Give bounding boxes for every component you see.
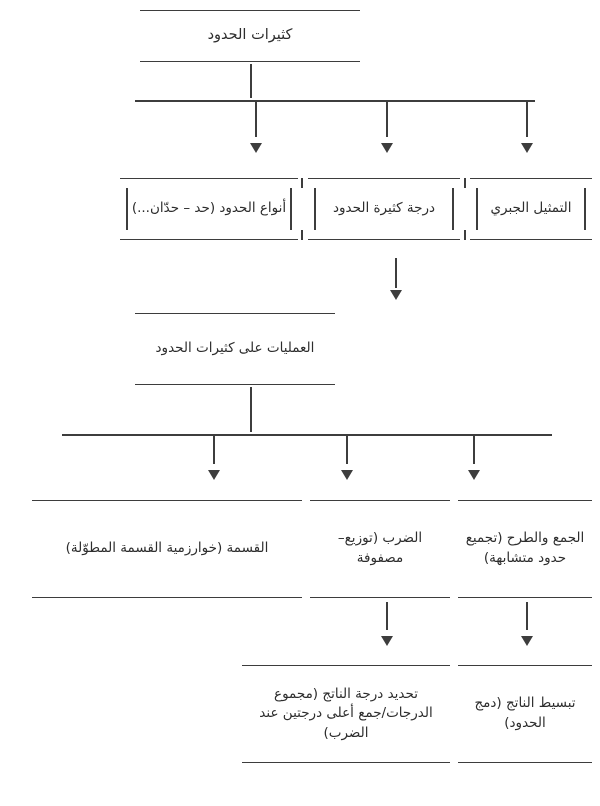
arrowhead-level2-2 xyxy=(381,143,393,153)
connector-level4-stem-3 xyxy=(213,436,215,464)
node-label: العمليات على كثيرات الحدود xyxy=(155,340,315,357)
node-label: درجة كثيرة الحدود xyxy=(333,200,435,217)
arrowhead-level5-1 xyxy=(521,636,533,646)
connector-level4-root-stem xyxy=(250,387,252,432)
node-simplify-result[interactable]: تبسيط الناتج (دمج الحدود) xyxy=(458,665,592,763)
node-determine-result-degree[interactable]: تحديد درجة الناتج (مجموع الدرجات/جمع أعل… xyxy=(242,665,450,763)
connector-level4-stem-1 xyxy=(473,436,475,464)
connector-level2-stem-3 xyxy=(255,101,257,137)
node-label: القسمة (خوارزمية القسمة المطوّلة) xyxy=(65,540,269,557)
corner-tick-right-lower xyxy=(464,230,466,240)
arrowhead-level3 xyxy=(390,290,402,300)
node-polynomial-degree[interactable]: درجة كثيرة الحدود xyxy=(308,178,460,240)
connector-level4-stem-2 xyxy=(346,436,348,464)
arrowhead-level4-3 xyxy=(208,470,220,480)
connector-level5-stem-2 xyxy=(386,602,388,630)
arrowhead-level4-1 xyxy=(468,470,480,480)
arrowhead-level2-3 xyxy=(250,143,262,153)
node-label: التمثيل الجبري xyxy=(490,200,572,217)
node-operations-on-polynomials[interactable]: العمليات على كثيرات الحدود xyxy=(135,313,335,385)
connector-level3-stem xyxy=(395,258,397,288)
connector-level4-bar xyxy=(62,434,552,436)
corner-tick-left-lower xyxy=(301,230,303,240)
node-label: تحديد درجة الناتج (مجموع الدرجات/جمع أعل… xyxy=(259,685,433,741)
node-label: الجمع والطرح (تجميع حدود متشابهة) xyxy=(465,530,585,566)
corner-tick-right-upper xyxy=(464,178,466,188)
connector-level2-stem-1 xyxy=(526,101,528,137)
node-algebraic-representation[interactable]: التمثيل الجبري xyxy=(470,178,592,240)
node-label: تبسيط الناتج (دمج الحدود) xyxy=(474,695,576,731)
node-term-types[interactable]: أنواع الحدود (حد – حدّان...) xyxy=(120,178,298,240)
connector-level2-stem-2 xyxy=(386,101,388,137)
connector-level5-stem-1 xyxy=(526,602,528,630)
node-label: كثيرات الحدود xyxy=(207,27,293,44)
node-label: أنواع الحدود (حد – حدّان...) xyxy=(131,200,287,217)
node-polynomials-root[interactable]: كثيرات الحدود xyxy=(140,10,360,62)
arrowhead-level5-2 xyxy=(381,636,393,646)
connector-root-stem xyxy=(250,64,252,98)
corner-tick-left-upper xyxy=(301,178,303,188)
node-division[interactable]: القسمة (خوارزمية القسمة المطوّلة) xyxy=(32,500,302,598)
arrowhead-level4-2 xyxy=(341,470,353,480)
node-addition-subtraction[interactable]: الجمع والطرح (تجميع حدود متشابهة) xyxy=(458,500,592,598)
node-multiplication[interactable]: الضرب (توزيع–مصفوفة xyxy=(310,500,450,598)
connector-level2-bar xyxy=(135,100,535,102)
arrowhead-level2-1 xyxy=(521,143,533,153)
node-label: الضرب (توزيع–مصفوفة xyxy=(337,530,423,566)
